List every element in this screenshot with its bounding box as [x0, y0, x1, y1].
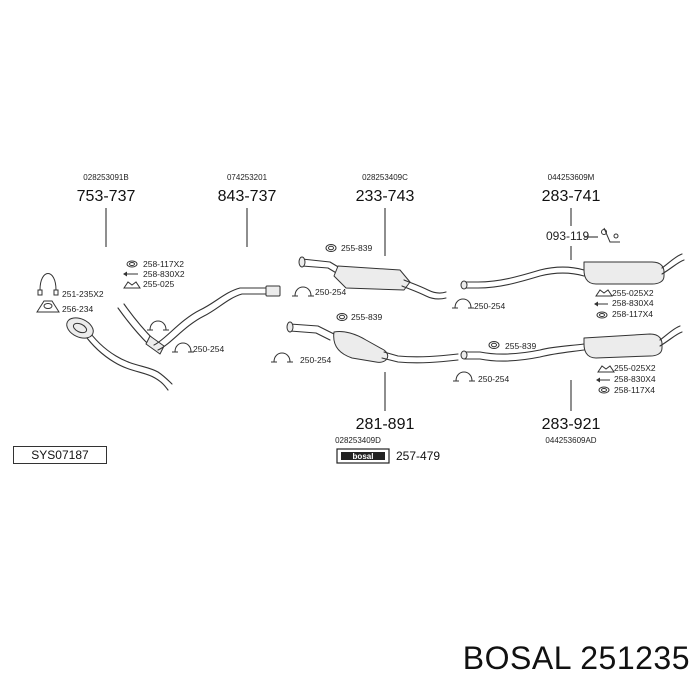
fitting-label: 250-254: [193, 344, 224, 354]
assembly-283-741: 044253609M 283-741 093-119 250-254: [452, 173, 685, 319]
fitting-label: 250-254: [474, 301, 505, 311]
ref-number: 044253609M: [548, 173, 595, 182]
pipe-clamp-icon: [172, 342, 194, 353]
rear-silencer-upper-drawing: [460, 253, 685, 290]
assembly-281-891: 028253409D 281-891 255-839 250-254: [271, 312, 459, 445]
bolt-icon: [594, 301, 608, 307]
assembly-233-743: 028253409C 233-743 255-839 250-254: [292, 173, 447, 300]
rear-silencer-lower-drawing: [460, 325, 683, 362]
pipe-clamp-icon: [147, 320, 169, 331]
ref-number: 028253409D: [335, 436, 381, 445]
part-number: 233-743: [356, 188, 415, 205]
centre-silencer-drawing: [298, 256, 447, 300]
pipe-clamp-icon: [271, 352, 293, 363]
bosal-logo: [341, 452, 385, 460]
fitting-label: 258-117X4: [614, 385, 655, 395]
intermediate-pipe-drawing: [153, 285, 281, 351]
system-code: SYS07187: [13, 446, 107, 464]
fitting-label: 251-235X2: [62, 289, 104, 299]
clamp-icon: [598, 386, 610, 394]
fitting-label: 255-025: [143, 279, 174, 289]
ref-number: 044253609AD: [545, 436, 596, 445]
part-number: 843-737: [218, 188, 277, 205]
ref-number: 074253201: [227, 173, 268, 182]
fitting-label: 258-830X2: [143, 269, 185, 279]
fitting-label: 250-254: [478, 374, 509, 384]
assembly-843-737: 074253201 843-737: [147, 173, 281, 351]
fitting-label: 256-234: [62, 304, 93, 314]
front-pipe-drawing: [66, 303, 173, 391]
clamp-icon: [325, 244, 337, 252]
clamp-icon: [488, 341, 500, 349]
mounting-kit-part: 257-479: [396, 449, 440, 463]
gasket-icon: [123, 281, 141, 289]
bolt-icon: [596, 377, 610, 383]
assembly-753-737: 028253091B 753-737 258-117X2 258-830X2: [36, 173, 224, 391]
fitting-label: 258-117X4: [612, 309, 653, 319]
fitting-label: 250-254: [315, 287, 346, 297]
fitting-label: 255-839: [341, 243, 372, 253]
centre-silencer-lower-drawing: [286, 321, 459, 364]
fitting-label: 258-117X2: [143, 259, 184, 269]
mounting-kit: bosal 257-479: [336, 448, 440, 464]
clamp-icon: [336, 313, 348, 321]
fitting-label: 255-839: [351, 312, 382, 322]
pipe-clamp-icon: [453, 371, 475, 382]
assembly-283-921: 044253609AD 283-921 255-839 250-254 255-…: [453, 325, 683, 445]
bosal-logo-text: bosal: [353, 452, 374, 461]
part-number: 753-737: [77, 188, 136, 205]
fitting-label: 250-254: [300, 355, 331, 365]
clamp-icon: [126, 260, 138, 268]
pipe-clamp-icon: [452, 298, 474, 309]
brand-part-number: BOSAL 251235: [462, 640, 690, 676]
fitting-label: 258-830X4: [614, 374, 656, 384]
gasket-icon: [597, 365, 615, 373]
fitting-label: 255-025X2: [612, 288, 654, 298]
part-number: 283-741: [542, 188, 601, 205]
clamp-icon: [596, 311, 608, 319]
fitting-label: 258-830X4: [612, 298, 654, 308]
fitting-label: 093-119: [546, 229, 589, 243]
ref-number: 028253409C: [362, 173, 408, 182]
ref-number: 028253091B: [83, 173, 128, 182]
flange-gasket-icon: [36, 300, 60, 313]
fitting-label: 255-025X2: [614, 363, 656, 373]
part-number: 283-921: [542, 416, 601, 433]
bolt-icon: [123, 271, 138, 277]
gasket-icon: [595, 289, 613, 297]
hanger-icon: [584, 227, 620, 243]
pipe-clamp-icon: [292, 286, 314, 297]
part-number: 281-891: [356, 416, 415, 433]
clamp-ring-icon: [37, 273, 59, 296]
fitting-label: 255-839: [505, 341, 536, 351]
